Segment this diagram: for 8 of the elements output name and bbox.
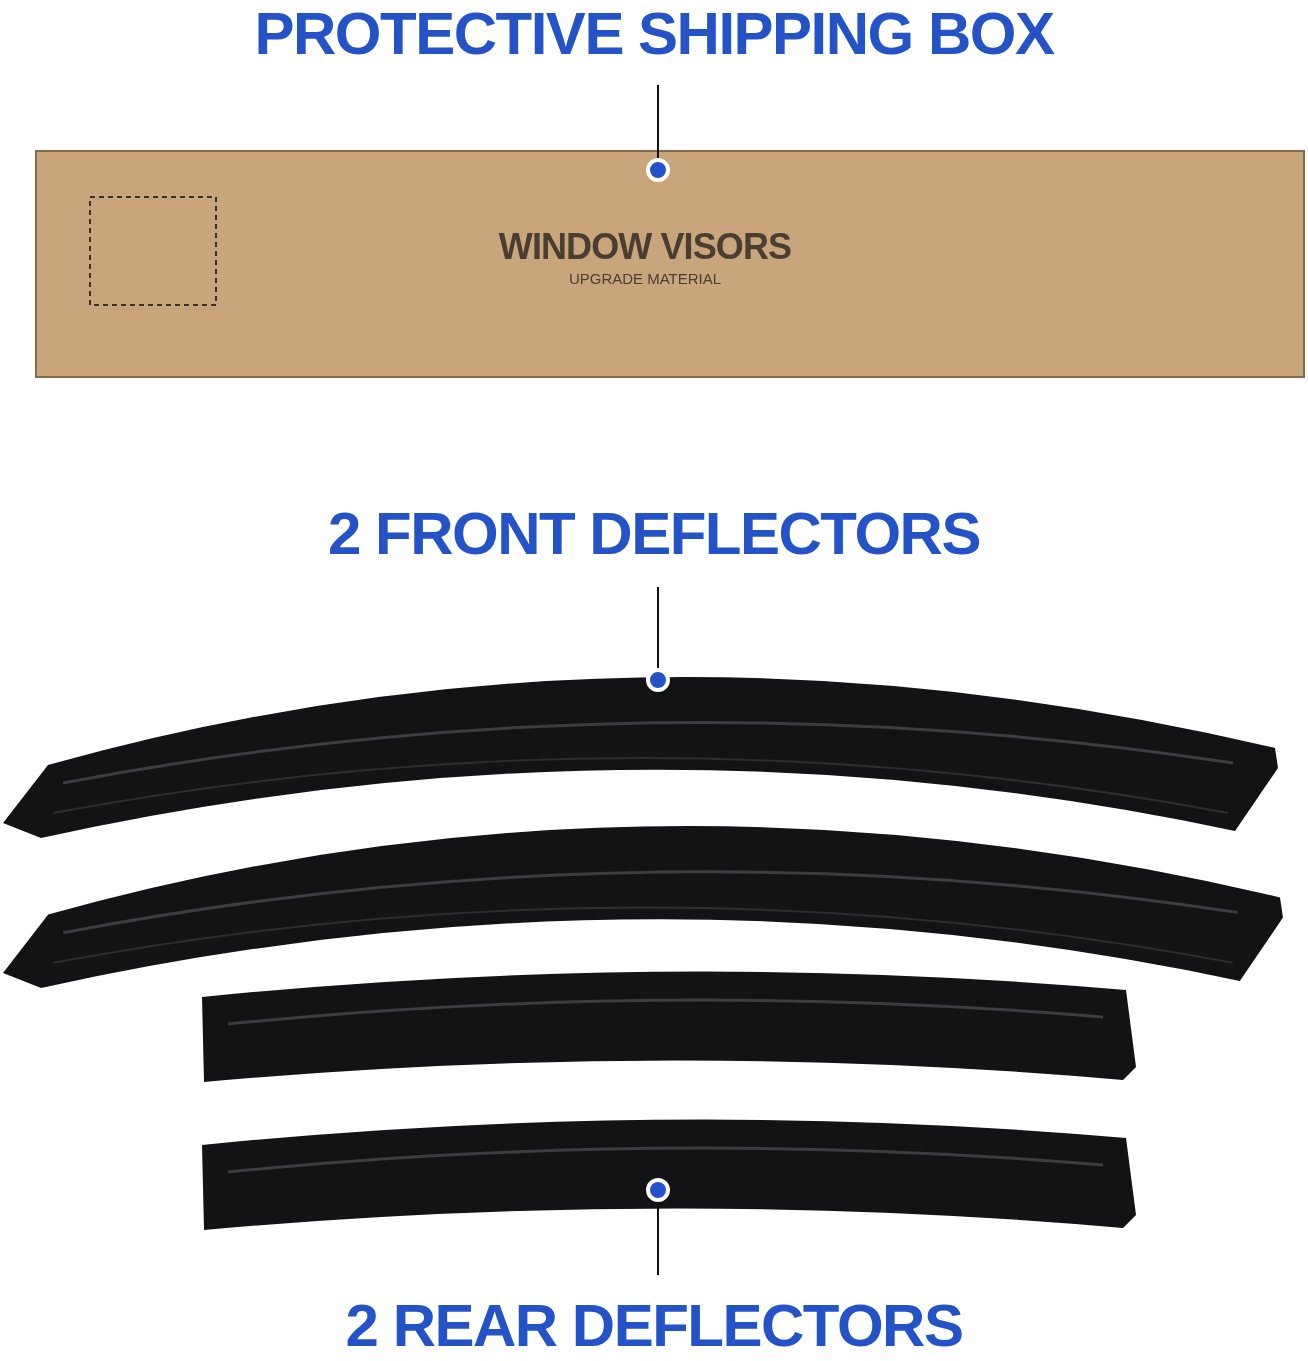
leader-line (646, 84, 670, 182)
box-print-subtitle: UPGRADE MATERIAL (568, 269, 722, 289)
leader-line (646, 586, 670, 692)
box-print-title: WINDOW VISORS (498, 225, 792, 269)
heading-label: 2 REAR DEFLECTORS (345, 1292, 963, 1361)
heading-label: PROTECTIVE SHIPPING BOX (254, 0, 1054, 68)
leader-line (646, 1178, 670, 1276)
heading-label: 2 FRONT DEFLECTORS (328, 500, 980, 570)
